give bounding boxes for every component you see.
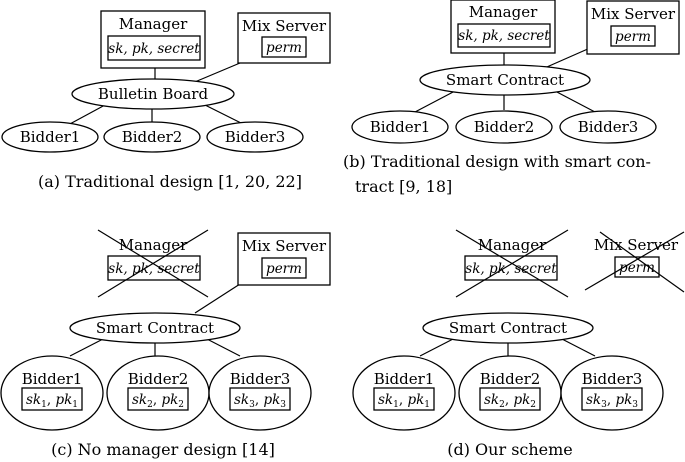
edge-hub-bidder3 (559, 337, 596, 357)
bidder3-label: Bidder3 (582, 370, 643, 388)
edge-mix-hub (194, 283, 241, 314)
mix-perm: perm (266, 40, 302, 56)
bidder3-keys-box (229, 387, 291, 411)
bidder3-label: Bidder3 (230, 370, 291, 388)
bidder1-label: Bidder1 (374, 370, 435, 388)
hub-label: Smart Contract (96, 319, 214, 337)
bidder2-label: Bidder2 (474, 118, 535, 136)
bidder2-label: Bidder2 (122, 128, 183, 146)
manager-keys-box (464, 255, 558, 281)
bidder1-keys-box (21, 387, 83, 411)
mix-server-label: Mix Server (242, 17, 327, 35)
smart-contract-node (69, 312, 241, 344)
caption-b-line2: tract [9, 18] (355, 177, 452, 196)
caption-b-line1: (b) Traditional design with smart con- (343, 152, 651, 171)
bidder3-node (559, 110, 657, 144)
bidder3-keys: sk3, pk3 (586, 392, 638, 410)
bidder1-node (1, 121, 99, 153)
bidder3-keys: sk3, pk3 (234, 392, 286, 410)
hub-label: Bulletin Board (98, 85, 209, 103)
panel-b: Manager sk, pk, secret Mix Server perm S… (343, 0, 680, 196)
manager-keys-box (107, 255, 201, 281)
panel-c: Manager sk, pk, secret Mix Server perm S… (0, 229, 331, 459)
cross-out-manager (455, 229, 569, 298)
mix-server-label: Mix Server (242, 237, 327, 255)
mix-perm: perm (266, 261, 302, 277)
manager-keys: sk, pk, secret (465, 261, 557, 277)
bidder1-keys-box (373, 387, 435, 411)
manager-keys: sk, pk, secret (108, 41, 200, 57)
manager-label: Manager (478, 236, 547, 254)
bidder1-node (351, 110, 449, 144)
smart-contract-node (422, 312, 594, 344)
mix-server-label: Mix Server (594, 236, 679, 254)
bidder2-keys-box (479, 387, 541, 411)
bidder3-keys-box (581, 387, 643, 411)
bidder2-node (455, 110, 553, 144)
edge-hub-bidder1 (414, 90, 456, 113)
cross-out-mix-server (584, 231, 685, 291)
caption-d: (d) Our scheme (447, 440, 573, 459)
mix-server-label: Mix Server (591, 5, 676, 23)
mix-perm: perm (619, 260, 655, 276)
caption-c: (c) No manager design [14] (51, 440, 275, 459)
mix-perm: perm (615, 29, 651, 45)
manager-keys-box (457, 23, 551, 48)
bidder3-node (206, 121, 304, 153)
caption-a: (a) Traditional design [1, 20, 22] (38, 172, 302, 191)
hub-label: Smart Contract (446, 71, 564, 89)
panel-d: Manager sk, pk, secret Mix Server perm S… (352, 229, 685, 459)
edge-hub-bidder3 (204, 337, 241, 357)
mix-perm-box (261, 257, 307, 279)
cross-out-manager (97, 229, 209, 298)
mix-perm-box (614, 256, 660, 278)
mix-perm-box (261, 36, 307, 58)
bidder1-label: Bidder1 (20, 128, 81, 146)
manager-keys: sk, pk, secret (108, 261, 200, 277)
smart-contract-node (419, 64, 591, 96)
panel-a: Manager sk, pk, secret Mix Server perm B… (1, 10, 331, 191)
bidder3-label: Bidder3 (578, 118, 639, 136)
edge-hub-bidder1 (67, 104, 106, 126)
hub-label: Smart Contract (449, 319, 567, 337)
bidder2-label: Bidder2 (128, 370, 189, 388)
edge-hub-bidder3 (554, 90, 596, 113)
manager-label: Manager (119, 236, 188, 254)
edge-mix-hub (539, 47, 591, 71)
cross-out-mix-server (599, 231, 685, 293)
manager-label: Manager (119, 15, 188, 33)
mix-perm-box (610, 25, 656, 47)
manager-label: Manager (469, 3, 538, 21)
bidder3-label: Bidder3 (225, 128, 286, 146)
edge-mix-hub (189, 62, 241, 85)
bidder1-keys: sk1, pk1 (26, 392, 78, 410)
bidder2-keys-box (127, 387, 189, 411)
edge-hub-bidder1 (419, 337, 456, 357)
bidder2-label: Bidder2 (480, 370, 541, 388)
bidder2-node (103, 121, 201, 153)
bidder1-label: Bidder1 (370, 118, 431, 136)
bidder1-keys: sk1, pk1 (378, 392, 430, 410)
edge-hub-bidder3 (204, 104, 246, 126)
edge-hub-bidder1 (69, 337, 106, 357)
manager-keys: sk, pk, secret (458, 28, 550, 44)
bidder2-keys: sk2, pk2 (132, 392, 184, 410)
manager-keys-box (107, 35, 201, 61)
bidder1-label: Bidder1 (22, 370, 83, 388)
bidder2-keys: sk2, pk2 (484, 392, 536, 410)
bulletin-board-node (71, 78, 235, 110)
